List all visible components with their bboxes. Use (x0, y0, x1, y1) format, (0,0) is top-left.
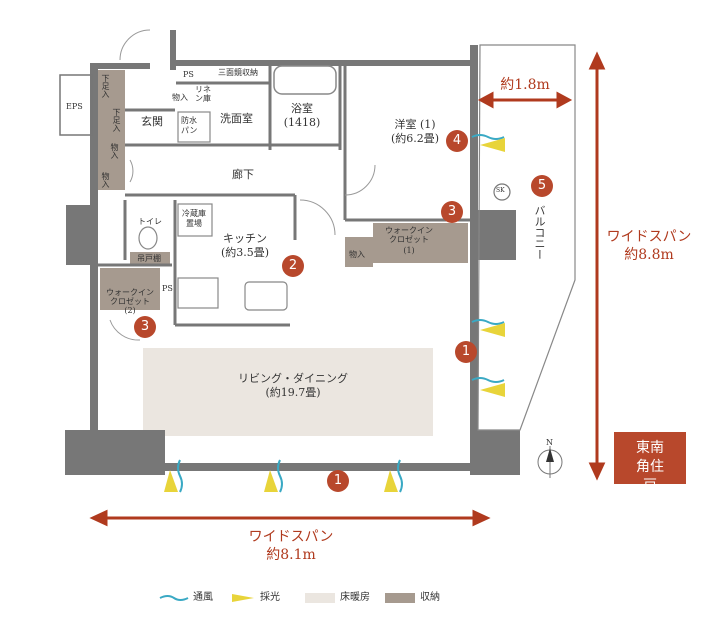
walkin-closet-1-label: ウォークインクロゼット (385, 226, 433, 244)
walkin-closet-2-label: ウォークインクロゼット (2) (106, 288, 154, 315)
toilet-label: トイレ (138, 217, 162, 226)
kitchen-size-label: (約3.5畳) (220, 246, 270, 259)
legend-storage-icon (385, 593, 415, 603)
entrance-label: 玄関 (141, 115, 163, 128)
sk-label: SK (496, 187, 505, 194)
badge-western-room: 4 (446, 130, 468, 152)
sk-circle (493, 183, 511, 201)
legend-floor-heating-icon (305, 593, 335, 603)
eps-box (59, 74, 93, 136)
fridge-space-label: 冷蔵庫置場 (182, 209, 206, 228)
balcony-label: バルコニー (533, 205, 546, 260)
north-label: N (546, 438, 553, 447)
badge-balcony: 5 (531, 175, 553, 197)
storage-walkin-2 (100, 268, 160, 310)
hanging-cabinet-label: 吊戸棚 (137, 254, 161, 263)
kitchen-label: キッチン (223, 232, 267, 245)
eps-label: EPS (66, 102, 83, 111)
living-label: リビング・ダイニング (238, 372, 348, 385)
shoe-box-2-label: 下足入 (112, 108, 121, 132)
compass (537, 446, 563, 478)
storage-a-label: 物入 (110, 143, 119, 159)
storage-walkin-1 (373, 223, 468, 263)
legend-storage-label: 収納 (420, 592, 440, 603)
bottom-span-label: ワイドスパン (248, 529, 334, 545)
western-room-label: 洋室 (1) (394, 118, 436, 131)
badge-walkin-closet: 3 (441, 201, 463, 223)
legend-floor-heating-label: 床暖房 (340, 592, 370, 603)
western-room-size-label: (約6.2畳) (390, 132, 440, 145)
legend-ventilation-label: 通風 (193, 592, 213, 603)
legend-daylight-label: 採光 (260, 592, 280, 603)
legend-daylight-icon (232, 594, 254, 602)
linen-storage-label: リネン庫 (195, 85, 211, 103)
waterproof-pan-label: 防水パン (181, 116, 198, 135)
badge-ventilation-1: 1 (455, 341, 477, 363)
door-swings (109, 29, 376, 341)
mirror-storage-label: 三面鏡収納 (218, 68, 258, 77)
kitchen-sink (244, 281, 288, 311)
living-size-label: (約19.7畳) (265, 386, 321, 399)
storage-monoire (345, 237, 373, 267)
corridor-label: 廊下 (232, 168, 254, 181)
badge-walkin-closet-2: 3 (134, 316, 156, 338)
ventilation-marks (177, 134, 505, 493)
washroom-label: 洗面室 (220, 112, 253, 125)
walkin-closet-1-num-label: (1) (403, 246, 415, 255)
storage-hanging-cabinet (130, 252, 170, 264)
ps-top-label: PS (183, 70, 194, 79)
stove (177, 277, 219, 309)
bathtub (273, 65, 337, 95)
dimension-arrows (89, 51, 606, 527)
daylight-marks (164, 138, 505, 492)
legend-ventilation-icon (159, 595, 189, 601)
bottom-span-value: 約8.1m (266, 547, 316, 563)
toilet-bowl (138, 226, 158, 250)
corner-unit-badge: 東南角住戸 (614, 432, 686, 494)
bathroom-label: 浴室 (291, 102, 313, 115)
balcony-outline (477, 44, 576, 431)
outer-walls (65, 30, 520, 475)
right-span-label: ワイドスパン (606, 229, 692, 245)
badge-kitchen: 2 (282, 255, 304, 277)
washbasin (177, 111, 211, 143)
storage-shoe-box (97, 70, 125, 190)
badge-ventilation-1-bottom: 1 (327, 470, 349, 492)
storage-c-label: 物入 (349, 250, 365, 259)
balcony-width-dimension: 約1.8m (500, 77, 550, 93)
floor-heating-area (143, 348, 433, 436)
corner-unit-label: 東南角住戸 (636, 440, 664, 494)
storage-washroom-label: 物入 (172, 93, 188, 102)
bathroom-size-label: (1418) (283, 116, 321, 129)
fridge-box (177, 203, 213, 237)
storage-b-label: 物入 (101, 172, 110, 188)
ps-mid-label: PS (162, 284, 173, 293)
shoe-box-1-label: 下足入 (101, 74, 110, 98)
right-span-value: 約8.8m (624, 247, 674, 263)
